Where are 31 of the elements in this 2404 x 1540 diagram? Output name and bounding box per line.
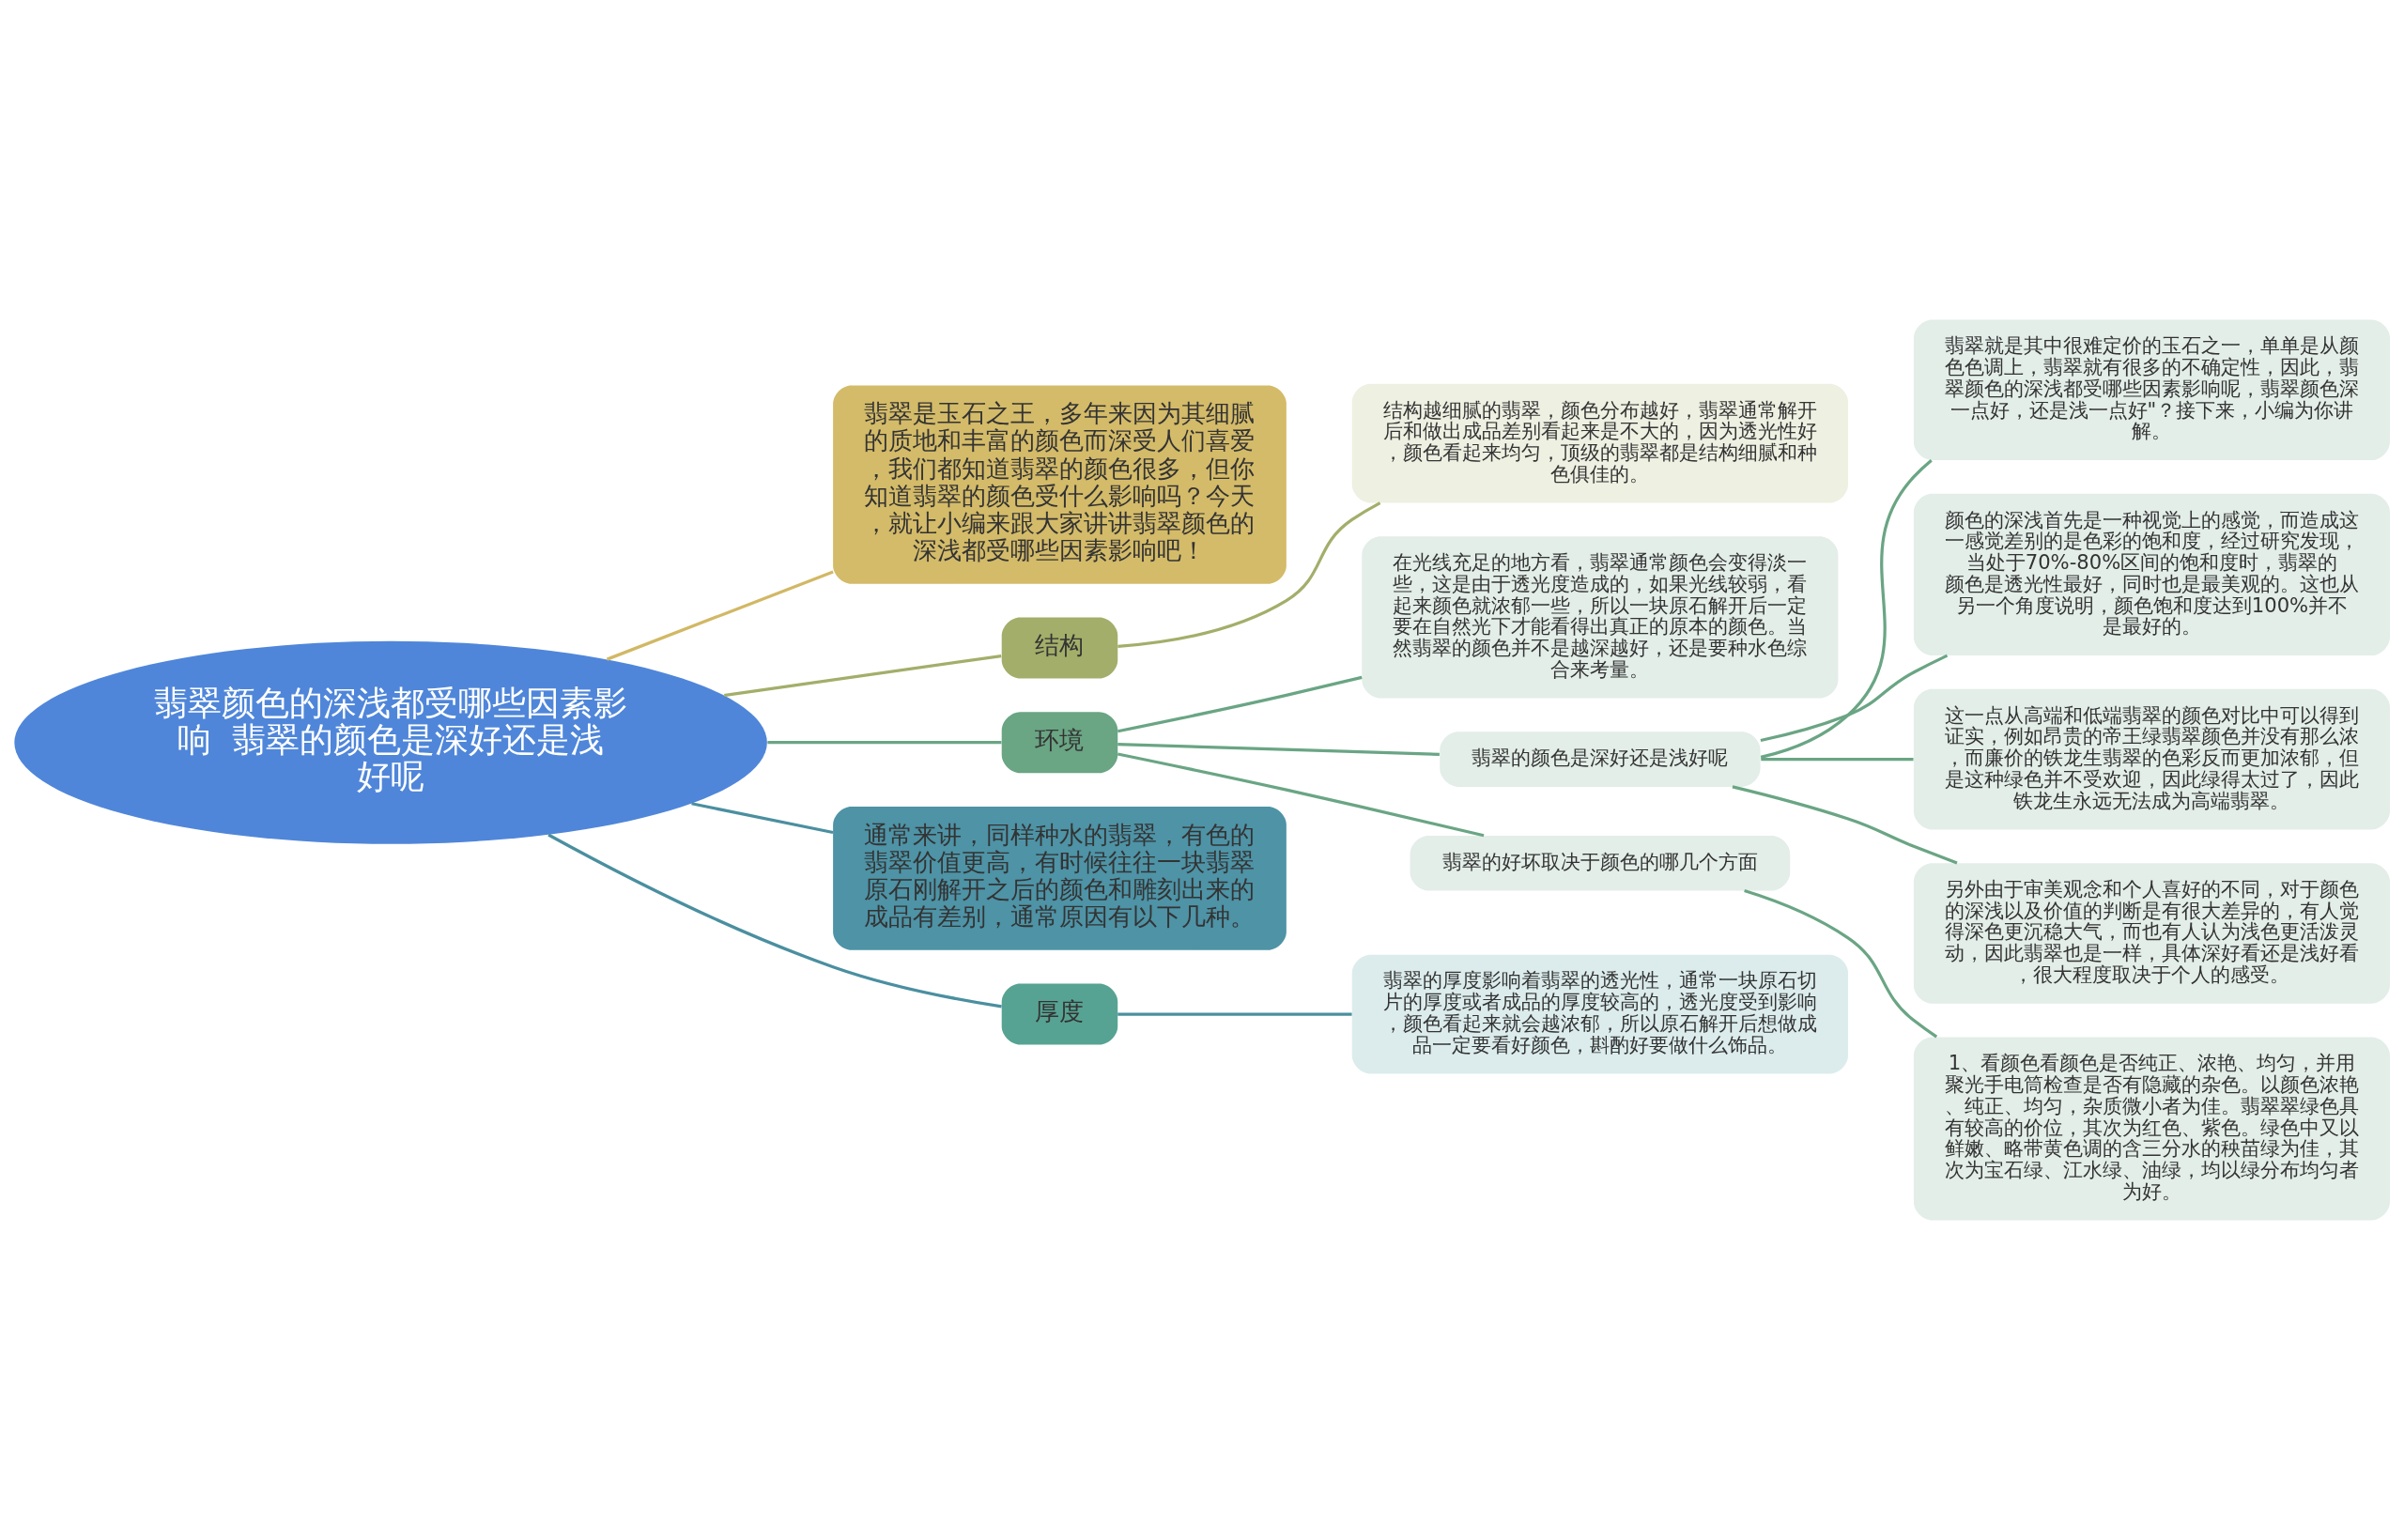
connector — [1117, 1012, 1352, 1016]
node-box: 另外由于审美观念和个人喜好的不同，对于颜色的深浅以及价值的判断是有很大差异的，有人觉得深色更沉稳大气，而也有人认为浅色更活泼灵动，因此翡翠也是一样，具体深好看还是浅好看，很大程度取决于个人的感受。 — [1913, 863, 2391, 1004]
connector — [724, 654, 1002, 698]
node-box: 翡翠的颜色是深好还是浅好呢 — [1440, 732, 1761, 787]
connector — [1117, 501, 1381, 648]
node-box: 颜色的深浅首先是一种视觉上的感觉，而造成这一感觉差别的是色彩的饱和度，经过研究发现，当处于70%-80%区间的饱和度时，翡翠的颜色是透光性最好，同时也是最美观的。这也从另一个角度说明，颜色饱和度达到100%并不是最好的。 — [1913, 493, 2391, 656]
connector — [1117, 752, 1485, 838]
node-ellipse: 翡翠颜色的深浅都受哪些因素影响 翡翠的颜色是深好还是浅好呢 — [14, 640, 767, 844]
connector — [767, 741, 1002, 745]
node-box: 翡翠的好坏取决于颜色的哪几个方面 — [1410, 835, 1791, 891]
connector — [1117, 743, 1440, 756]
node-box: 结构 — [1001, 617, 1118, 679]
node-box: 在光线充足的地方看，翡翠通常颜色会变得淡一些，这是由于透光度造成的，如果光线较弱，看起来颜色就浓郁一些，所以一块原石解开后一定要在自然光下才能看得出真正的原本的颜色。当然翡翠的颜色并不是越深越好，还是要种水色综合来考量。 — [1362, 536, 1839, 699]
node-box: 这一点从高端和低端翡翠的颜色对比中可以得到证实，例如昂贵的帝王绿翡翠颜色并没有那么浓，而廉价的铁龙生翡翠的色彩反而更加浓郁，但是这种绿色并不受欢迎，因此绿得太过了，因此铁龙生永远无法成为高端翡翠。 — [1913, 688, 2391, 830]
connector — [691, 802, 834, 835]
node-box: 结构越细腻的翡翠，颜色分布越好，翡翠通常解开后和做出成品差别看起来是不大的，因为透光性好，颜色看起来均匀，顶级的翡翠都是结构细腻和种色俱佳的。 — [1351, 383, 1848, 503]
connector — [1117, 675, 1363, 733]
connector — [606, 570, 834, 661]
node-box: 环境 — [1001, 712, 1118, 774]
connector — [1760, 654, 1949, 743]
node-box: 翡翠就是其中很难定价的玉石之一，单单是从颜色色调上，翡翠就有很多的不确定性，因此，翡翠颜色的深浅都受哪些因素影响呢，翡翠颜色深一点好，还是浅一点好"？接下来，小编为你讲解。 — [1913, 319, 2391, 461]
connector — [1761, 758, 1914, 762]
connector — [1760, 458, 1933, 759]
node-box: 翡翠是玉石之王，多年来因为其细腻的质地和丰富的颜色而深受人们喜爱，我们都知道翡翠的颜色很多，但你知道翡翠的颜色受什么影响吗？今天，就让小编来跟大家讲讲翡翠颜色的深浅都受哪些因素影响吧！ — [833, 385, 1287, 584]
connector — [1732, 785, 1958, 865]
connector — [1744, 888, 1938, 1039]
node-box: 厚度 — [1001, 983, 1118, 1045]
node-box: 通常来讲，同样种水的翡翠，有色的翡翠价值更高，有时候往往一块翡翠原石刚解开之后的颜色和雕刻出来的成品有差别，通常原因有以下几种。 — [833, 807, 1287, 950]
connector — [547, 833, 1002, 1009]
node-box: 翡翠的厚度影响着翡翠的透光性，通常一块原石切片的厚度或者成品的厚度较高的，透光度受到影响，颜色看起来就会越浓郁，所以原石解开后想做成品一定要看好颜色，斟酌好要做什么饰品。 — [1351, 954, 1848, 1074]
node-box: 1、看颜色看颜色是否纯正、浓艳、均匀，并用聚光手电筒检查是否有隐藏的杂色。以颜色浓艳、纯正、均匀，杂质微小者为佳。翡翠翠绿色具有较高的价位，其次为红色、紫色。绿色中又以鲜嫩、略带黄色调的含三分水的秧苗绿为佳，其次为宝石绿、江水绿、油绿，均以绿分布均匀者为好。 — [1913, 1037, 2391, 1221]
